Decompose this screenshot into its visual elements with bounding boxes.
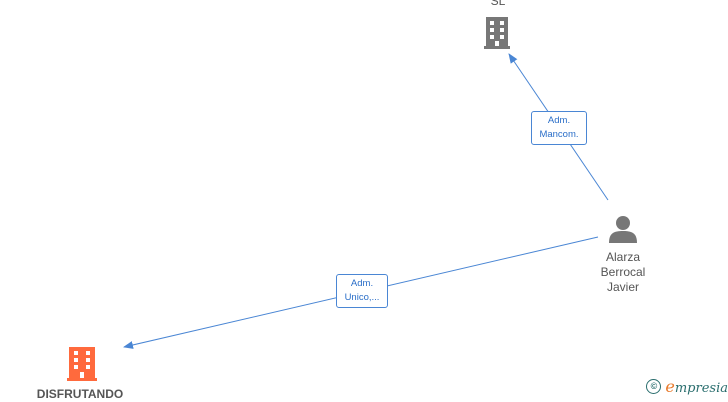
edge-label-line: Adm.: [350, 278, 374, 289]
person-label-line: Berrocal: [600, 265, 646, 279]
person-label[interactable]: Alarza Berrocal Javier: [583, 250, 663, 295]
edge-label-line: Unico,...: [344, 292, 380, 303]
brand-wordmark: empresia: [665, 377, 728, 396]
person-label-line: Alarza: [605, 250, 640, 264]
building-icon[interactable]: [484, 17, 510, 49]
edge-label-adm-mancom[interactable]: Adm. Mancom.: [531, 111, 587, 145]
edge-label-line: Mancom.: [539, 129, 579, 140]
edge-label-adm-unico[interactable]: Adm. Unico,...: [336, 274, 388, 308]
top-company-label[interactable]: SL: [490, 0, 506, 8]
building-icon[interactable]: [67, 347, 97, 381]
person-icon[interactable]: [609, 216, 637, 243]
edge-label-line: Adm.: [547, 115, 571, 126]
copyright-icon: ©: [646, 379, 662, 394]
person-label-line: Javier: [606, 280, 639, 294]
bottom-company-label[interactable]: DISFRUTANDO: [36, 387, 124, 401]
empresia-logo: © empresia: [646, 377, 728, 396]
